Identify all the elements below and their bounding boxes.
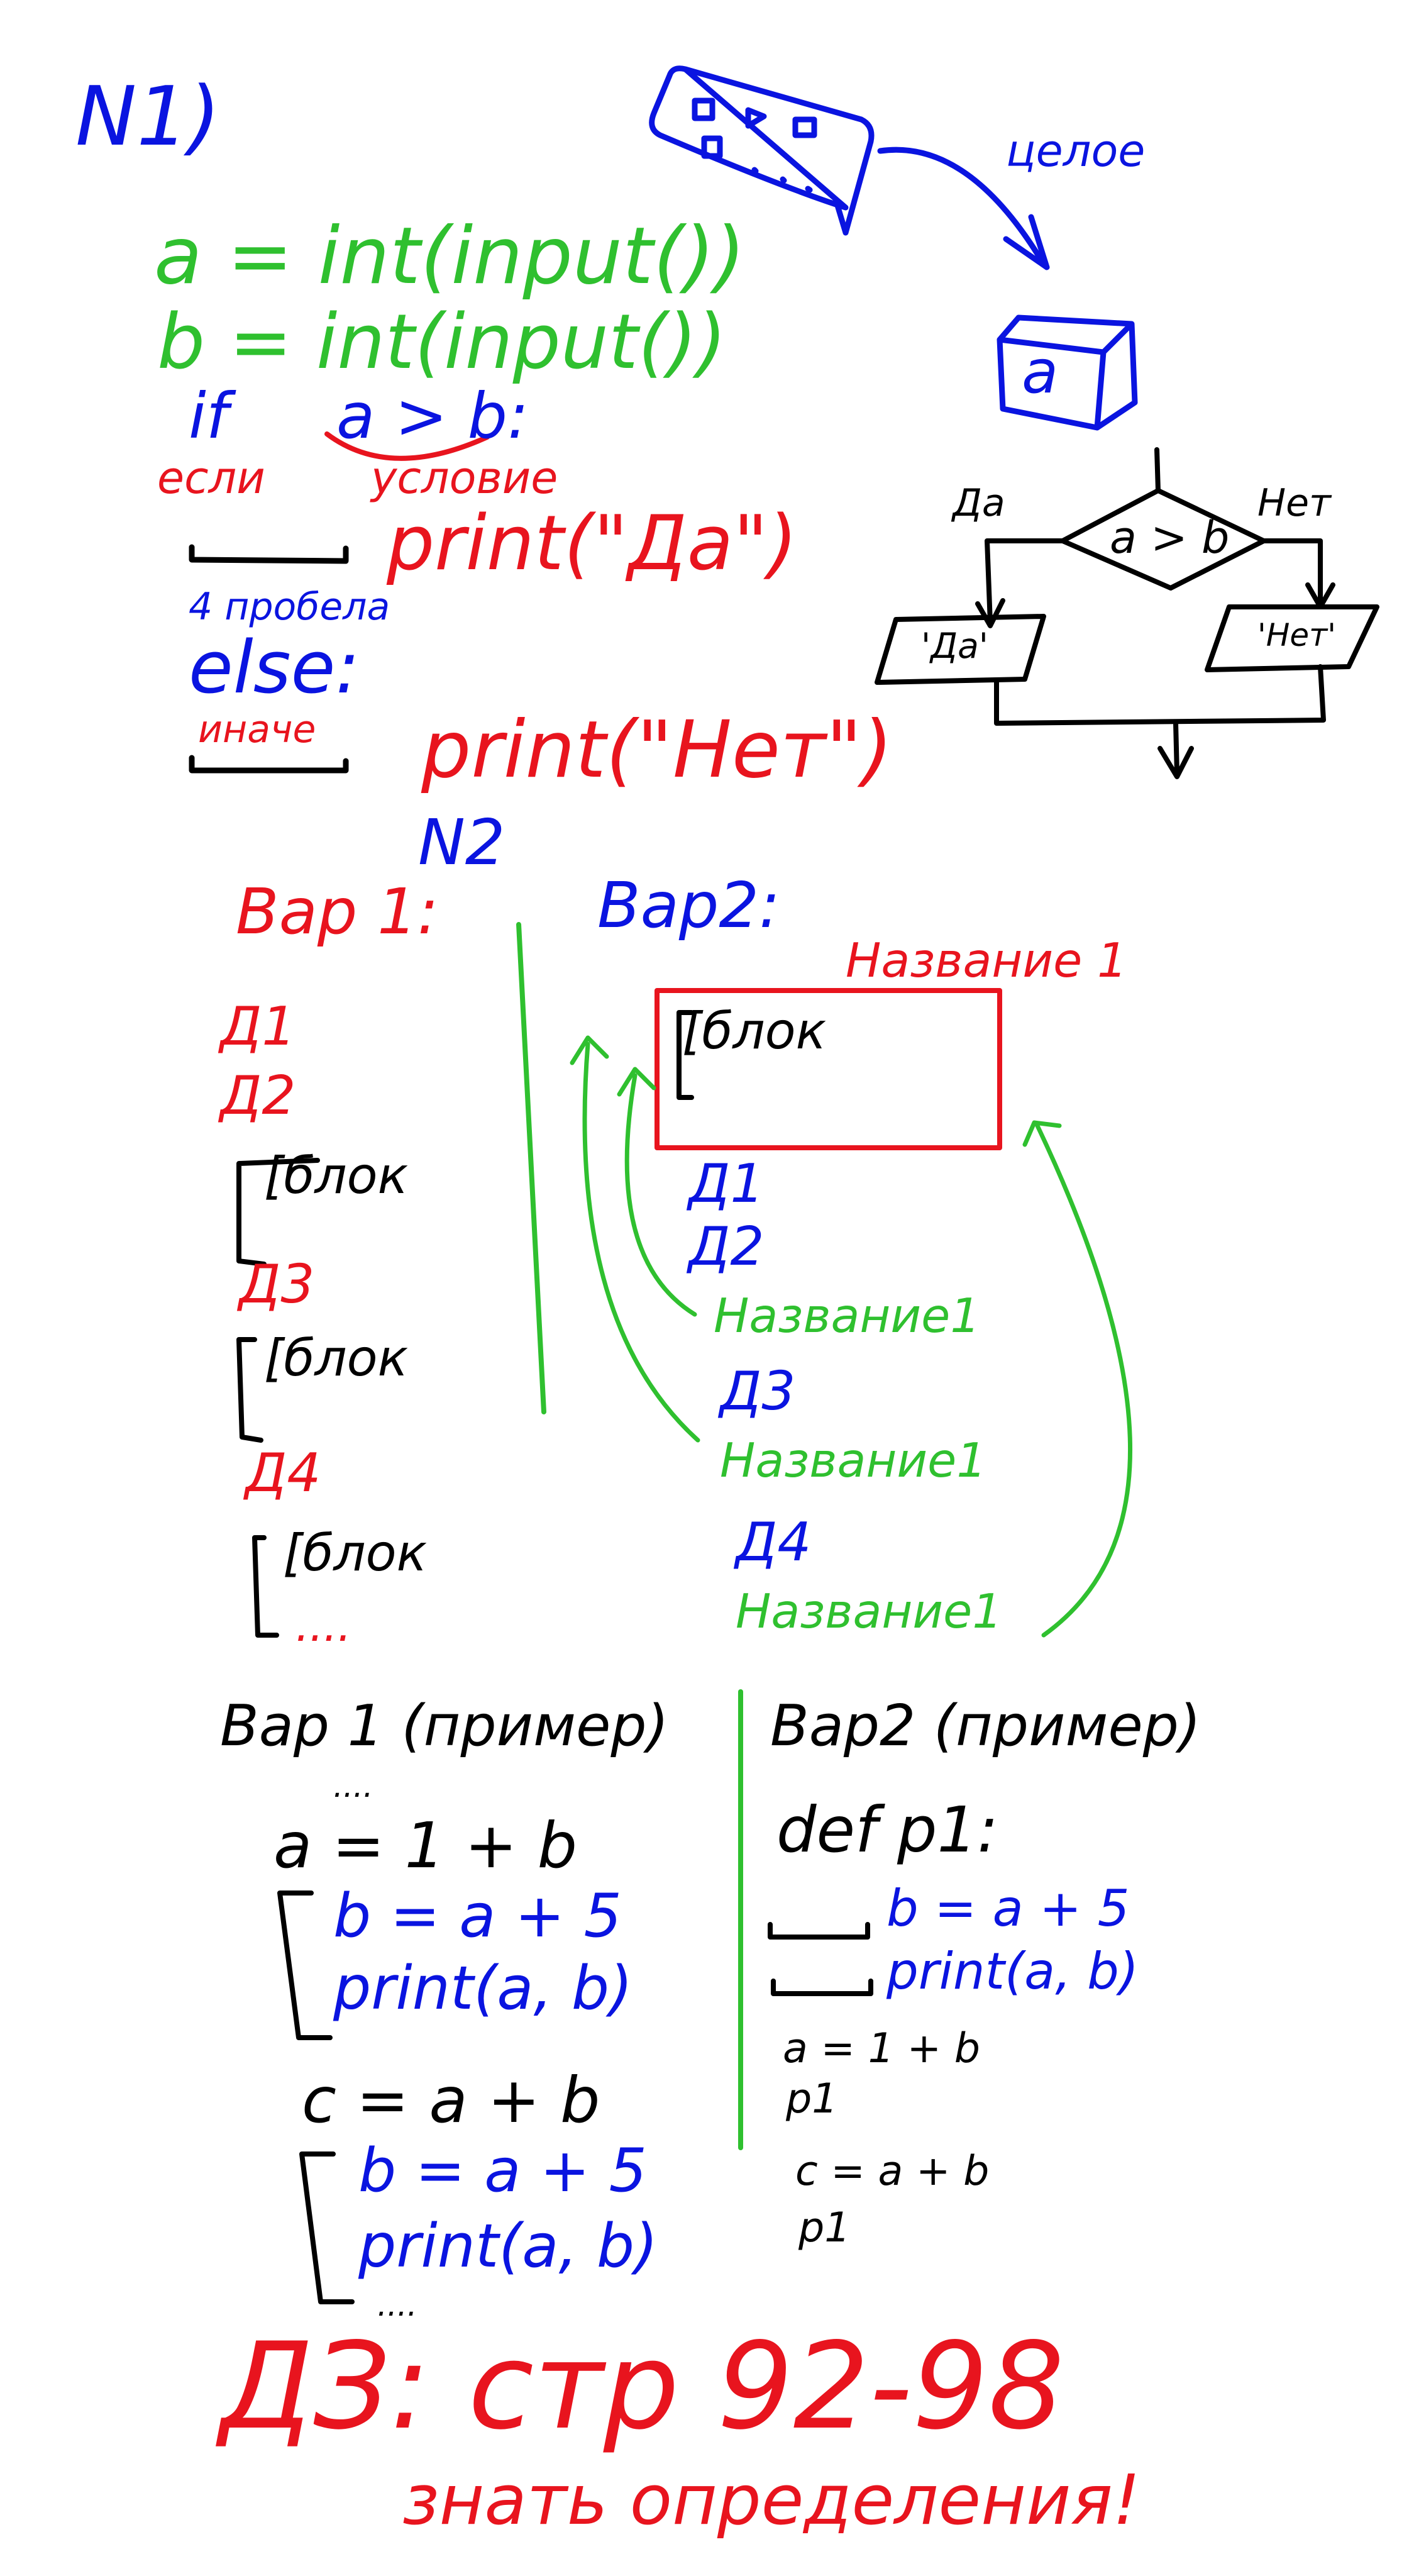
example2-call2: p1 — [798, 2204, 851, 2251]
if-note: если — [157, 452, 265, 504]
flow-no-label: Нет — [1257, 481, 1331, 525]
var1-item: Д2 — [220, 1065, 296, 1127]
code-line-2: b = int(input()) — [157, 299, 727, 386]
example1-block1-line2: print(a, b) — [333, 1954, 633, 2023]
block-bracket — [252, 1535, 279, 1638]
flowchart — [875, 447, 1379, 779]
indent-note: 4 пробела — [189, 585, 390, 629]
var1-item: Д4 — [245, 1442, 321, 1504]
task2-heading: N2 — [418, 806, 505, 879]
block-bracket — [236, 1158, 320, 1267]
var2-title: Вар2: — [597, 869, 780, 942]
call-arrows — [570, 1035, 1133, 1638]
var1-item: Д1 — [220, 996, 296, 1058]
example1-block1-line1: b = a + 5 — [333, 1882, 622, 1951]
var2-call: Название1 — [714, 1288, 981, 1343]
var1-block: [блок — [264, 1146, 408, 1205]
var1-block: [блок — [283, 1524, 427, 1582]
if-keyword: if — [189, 379, 228, 453]
box-label: a — [1022, 338, 1059, 407]
condition: a > b: — [336, 379, 529, 453]
indent-mark — [189, 755, 349, 774]
print-yes: print("Да") — [387, 500, 798, 587]
indent-mark — [768, 1922, 870, 1940]
var1-block: [блок — [264, 1329, 408, 1387]
var2-call: Название1 — [736, 1584, 1003, 1639]
code-line-1: a = int(input()) — [154, 211, 746, 302]
column-divider — [516, 922, 546, 1414]
var2-item: Д2 — [688, 1216, 765, 1278]
indent-mark — [189, 544, 349, 564]
memory-card-icon — [649, 65, 875, 236]
example1-line2: c = a + b — [302, 2063, 600, 2137]
example1-title: Вар 1 (пример) — [220, 1693, 669, 1759]
flow-output-yes: 'Да' — [921, 626, 988, 666]
example2-line2: c = a + b — [795, 2148, 990, 2195]
var1-title: Вар 1: — [236, 875, 439, 948]
block-bracket — [236, 1337, 263, 1443]
indent-mark — [771, 1979, 873, 1996]
var2-item: Д3 — [720, 1360, 796, 1423]
example2-title: Вар2 (пример) — [770, 1693, 1201, 1759]
var2-block-name: Название 1 — [846, 933, 1127, 988]
card-label: целое — [1006, 125, 1146, 177]
var2-item: Д4 — [736, 1511, 812, 1574]
block-bracket — [677, 1010, 694, 1100]
else-keyword: else: — [189, 626, 360, 710]
example2-call1: p1 — [786, 2075, 838, 2123]
decision-diamond — [1060, 488, 1266, 591]
homework-note: знать определения! — [402, 2460, 1141, 2540]
var1-ellipsis: .... — [296, 1600, 352, 1652]
example1-line1: a = 1 + b — [273, 1809, 578, 1882]
block-bracket — [277, 1890, 333, 2040]
example1-dots-end: .... — [377, 2287, 417, 2323]
example1-block2-line1: b = a + 5 — [358, 2136, 647, 2206]
example1-dots: .... — [333, 1768, 373, 1804]
task1-heading: N1) — [75, 69, 221, 164]
block-bracket — [299, 2151, 355, 2304]
output-yes-shape — [875, 614, 1046, 685]
flow-condition: a > b — [1110, 512, 1230, 564]
example2-body-line1: b = a + 5 — [887, 1879, 1130, 1938]
flow-yes-label: Да — [953, 481, 1005, 525]
var2-call: Название1 — [720, 1433, 987, 1488]
block-frame — [655, 988, 1002, 1150]
condition-arc — [324, 431, 490, 461]
condition-note: условие — [371, 452, 558, 504]
var2-block: [блок — [682, 1002, 826, 1060]
example2-line1: a = 1 + b — [783, 2025, 981, 2072]
var1-item: Д3 — [239, 1253, 315, 1316]
output-no-shape — [1205, 604, 1379, 672]
var2-item: Д1 — [688, 1153, 765, 1215]
example2-def: def p1: — [776, 1793, 998, 1867]
variable-box-icon — [997, 314, 1138, 431]
print-no: print("Нет") — [421, 704, 893, 796]
homework-pages: ДЗ: стр 92-98 — [220, 2317, 1064, 2456]
curved-arrow — [877, 147, 1050, 270]
else-note: иначе — [198, 708, 316, 752]
example2-body-line2: print(a, b) — [887, 1942, 1139, 2001]
example1-block2-line2: print(a, b) — [358, 2212, 658, 2281]
flow-output-no: 'Нет' — [1257, 617, 1336, 653]
